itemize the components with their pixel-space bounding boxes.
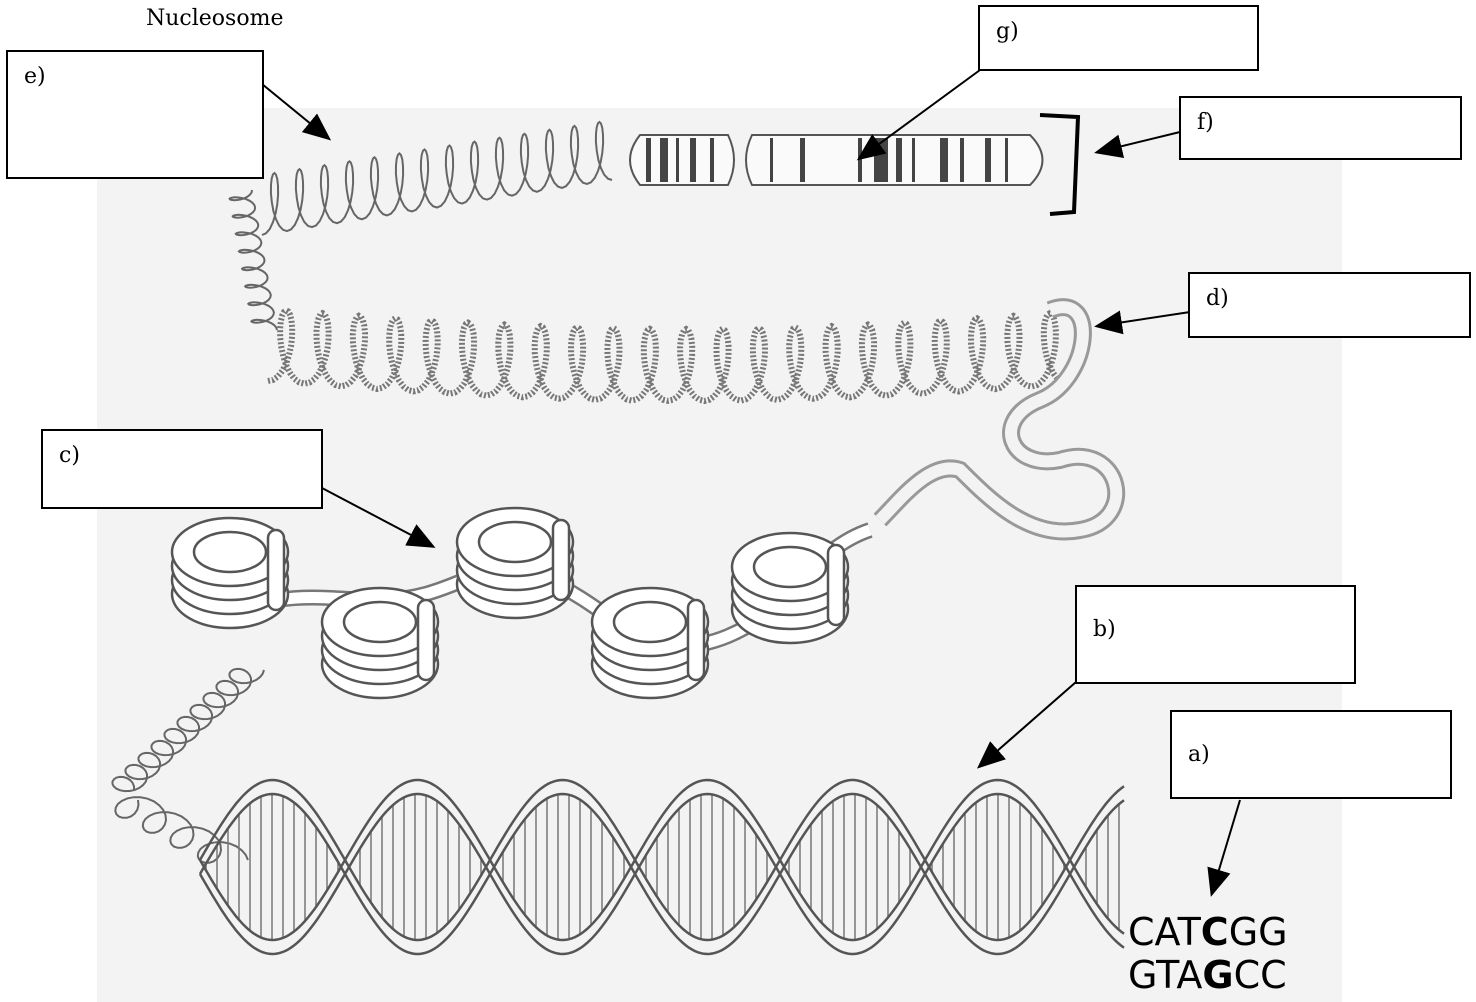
- label-d: d): [1206, 286, 1229, 311]
- pointer-arrows: [262, 70, 1240, 893]
- arrow-e: [262, 84, 328, 138]
- sequence-bottom-strand: GTAGCC: [1128, 953, 1287, 997]
- label-c: c): [59, 443, 80, 468]
- nucleosome-5: [732, 533, 848, 643]
- arrow-c: [322, 488, 432, 546]
- sequence-top-strand: CATCGG: [1128, 910, 1288, 954]
- label-box-d[interactable]: d): [1188, 272, 1471, 338]
- label-box-a[interactable]: a): [1170, 710, 1452, 799]
- label-g: g): [996, 19, 1019, 44]
- label-box-g[interactable]: g): [978, 5, 1259, 71]
- label-a: a): [1188, 742, 1210, 767]
- arrow-d: [1098, 312, 1190, 326]
- condensed-fiber-coil: [230, 122, 612, 330]
- nucleosome-4: [592, 588, 708, 698]
- label-f: f): [1197, 110, 1214, 135]
- arrow-b: [980, 682, 1076, 766]
- double-helix: [200, 780, 1124, 954]
- label-b: b): [1093, 617, 1116, 642]
- arrow-f: [1098, 132, 1180, 152]
- looped-domain-fiber: [268, 307, 1116, 531]
- nucleosome-string: [172, 508, 870, 698]
- label-box-e[interactable]: e): [6, 50, 264, 179]
- label-box-c[interactable]: c): [41, 429, 323, 509]
- label-box-f[interactable]: f): [1179, 96, 1462, 160]
- bracket-f: [1040, 115, 1078, 214]
- chromosome: [630, 135, 1043, 185]
- arrow-a: [1212, 800, 1240, 893]
- label-box-b[interactable]: b): [1075, 585, 1356, 684]
- nucleosome-1: [172, 518, 288, 628]
- nucleosome-2: [322, 588, 438, 698]
- nucleosome-title: Nucleosome: [146, 6, 283, 31]
- nucleosome-3: [457, 508, 573, 618]
- dna-coil-loops: [113, 669, 265, 863]
- label-e: e): [24, 64, 46, 89]
